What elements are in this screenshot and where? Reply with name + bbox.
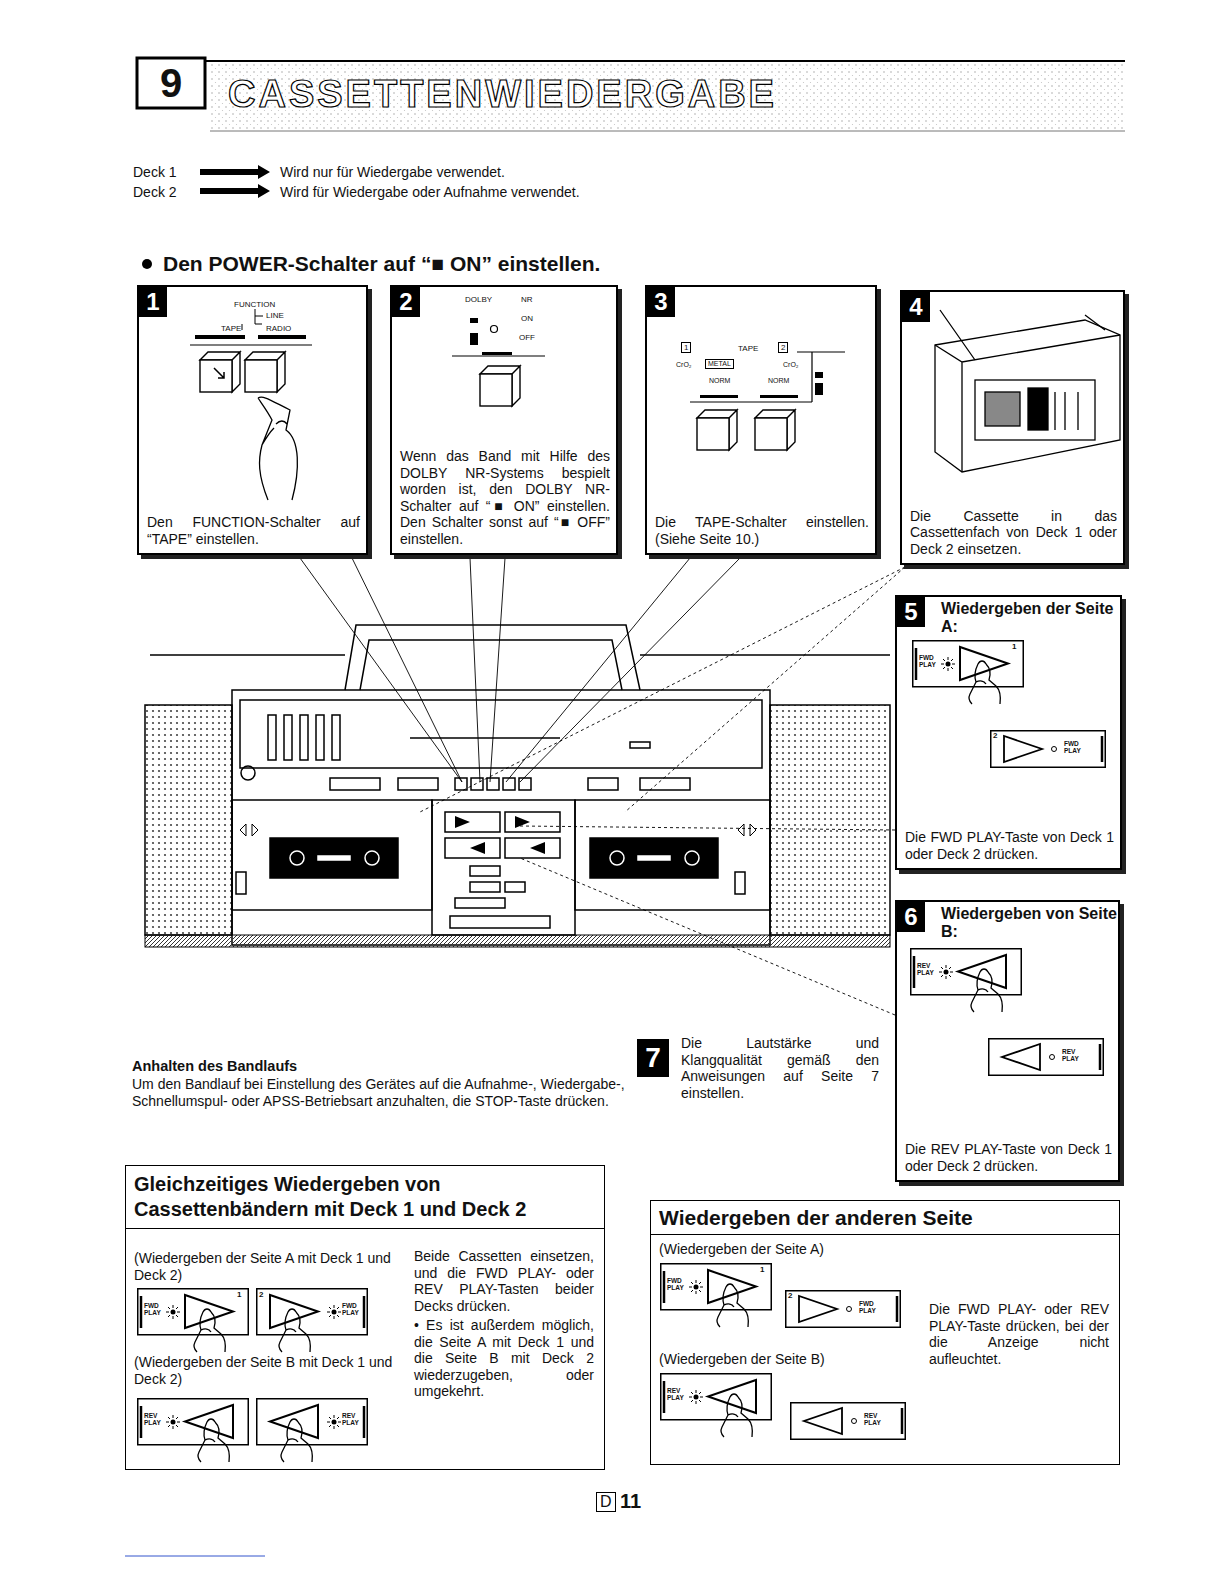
switch-label: LINE [266,311,284,320]
button-label: REV PLAY [667,1387,686,1401]
note-text: Deck 1 [133,164,177,181]
step-box: 6 Wiedergeben von Seite B: Die REV PLAY-Ta… [895,900,1120,1182]
button-number: 2 [259,1290,263,1299]
page-number: D [596,1492,616,1512]
step-text: Die Cassette in das Cassettenfach von De… [910,508,1117,558]
step-text: Die FWD PLAY- oder REV PLAY-Taste drücke… [929,1301,1109,1367]
switch-label: FUNCTION [234,300,275,309]
switch-label: CrO₂ [783,361,799,369]
switch-label: METAL [705,359,734,369]
button-label: FWD PLAY [859,1300,881,1314]
step-text: Die TAPE-Schalter einstellen. (Siehe Sei… [655,514,869,547]
switch-label: 1 [681,342,691,353]
section-number: 9 [137,60,205,106]
step-number: 3 [647,287,675,317]
note-text: Wird für Wiedergabe oder Aufnahme verwen… [280,184,580,201]
step-number: 1 [139,287,167,317]
button-label: REV PLAY [342,1412,361,1426]
box-heading: Gleichzeitiges Wiedergeben von Cassetten… [126,1166,604,1229]
box-heading: Wiedergeben der anderen Seite [651,1201,1119,1235]
button-label: FWD PLAY [667,1277,686,1291]
step-number: 7 [637,1039,669,1077]
page-number: 11 [620,1490,641,1512]
switch-label: RADIO [266,324,291,333]
sub-heading: (Wiedergeben der Seite B) [659,1351,919,1368]
step-text: Die Lautstärke und Klangqualität gemäß d… [681,1035,879,1101]
step-number: 4 [902,292,930,322]
step-box: 2Wenn das Band mit Hilfe des DOLBY NR-Sy… [390,285,618,555]
button-label: REV PLAY [144,1412,163,1426]
button-number: 1 [237,1290,241,1299]
step-text: Die FWD PLAY-Taste von Deck 1 oder Deck … [905,829,1114,862]
step-text: Die REV PLAY-Taste von Deck 1 oder Deck … [905,1141,1112,1174]
step-heading: Wiedergeben der Seite A: [941,600,1117,636]
button-number: 2 [788,1291,792,1300]
switch-label: 2 [778,342,788,353]
note-text: Anhalten des Bandlaufs [132,1058,297,1075]
switch-label: NORM [709,377,730,385]
note-text: Deck 2 [133,184,177,201]
info-box: 7 Die Lautstärke und Klangqualität gemäß … [637,1035,882,1115]
note-text: Wird nur für Wiedergabe verwendet. [280,164,505,181]
step-heading: Wiedergeben von Seite B: [941,905,1117,941]
sub-heading: (Wiedergeben der Seite B mit Deck 1 und … [134,1354,404,1388]
page-title: CASSETTENWIEDERGABE [228,71,777,117]
switch-label: OFF [519,333,535,342]
button-label: REV PLAY [1062,1048,1084,1062]
button-label: FWD PLAY [144,1302,163,1316]
sub-heading: (Wiedergeben der Seite A) [659,1241,919,1258]
step-box: 1Den FUNCTION-Schalter auf “TAPE” einste… [137,285,368,555]
step-box: 3Die TAPE-Schalter einstellen. (Siehe Se… [645,285,877,555]
button-number: 2 [993,731,997,740]
step-box: 5 Wiedergeben der Seite A: Die FWD PLAY-Ta… [895,595,1122,870]
switch-label: DOLBY [465,295,492,304]
switch-label: TAPE [738,344,758,353]
step-number: 5 [897,597,925,627]
step-box: 4Die Cassette in das Cassettenfach von D… [900,290,1125,565]
note-text: Den POWER-Schalter auf “■ ON” einstellen… [163,252,600,276]
button-number: 1 [1012,642,1016,651]
switch-label: ON [521,314,533,323]
switch-label: CrO₂ [676,361,692,369]
sub-heading: (Wiedergeben der Seite A mit Deck 1 und … [134,1250,406,1284]
button-label: FWD PLAY [919,654,938,668]
step-text: Beide Cassetten einsetzen, und die FWD P… [414,1248,594,1314]
switch-label: NORM [768,377,789,385]
step-number: 6 [897,902,925,932]
note-text: Um den Bandlauf bei Einstellung des Gerä… [132,1076,627,1110]
step-text: Den FUNCTION-Schalter auf “TAPE” einstel… [147,514,360,547]
button-label: REV PLAY [864,1412,886,1426]
button-label: FWD PLAY [342,1302,361,1316]
step-text: Wenn das Band mit Hilfe des DOLBY NR-Sys… [400,448,610,547]
switch-label: NR [521,295,533,304]
button-label: REV PLAY [917,962,936,976]
info-box: Gleichzeitiges Wiedergeben von Cassetten… [125,1165,605,1470]
info-box: Wiedergeben der anderen Seite (Wiedergebe… [650,1200,1120,1465]
button-label: FWD PLAY [1064,740,1086,754]
step-number: 2 [392,287,420,317]
switch-label: TAPE [221,324,241,333]
step-text: • Es ist außerdem möglich, die Seite A m… [414,1317,594,1400]
button-number: 1 [760,1265,764,1274]
